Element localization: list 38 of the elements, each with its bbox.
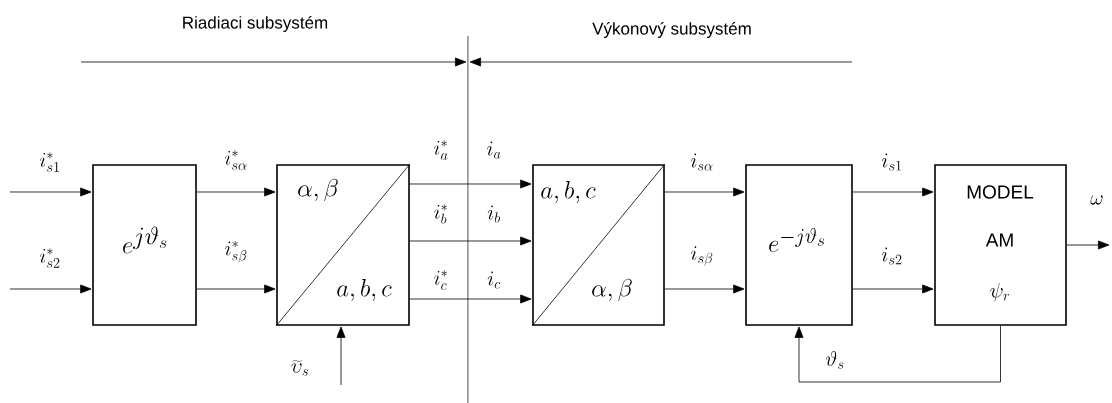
edge-label: $\vartheta_s$ bbox=[824, 350, 846, 370]
edge-label: $i_{s\beta}^*$ bbox=[223, 239, 249, 265]
edge-label: $i_{s2}^*$ bbox=[38, 247, 62, 269]
transform-block: $a,b,c$ $\alpha,\beta$ bbox=[531, 163, 666, 327]
arrow bbox=[409, 236, 532, 246]
transform-block: $\alpha,\beta$ $a,b,c$ bbox=[275, 163, 411, 327]
edge-label: $i_{s1}^*$ bbox=[38, 151, 62, 173]
edge-label: $i_a^*$ bbox=[432, 139, 450, 161]
arrow bbox=[852, 187, 934, 197]
arrow bbox=[196, 284, 276, 294]
signal-label: $i_c$ bbox=[486, 270, 502, 290]
subsystem-title: Výkonový subsystém bbox=[591, 20, 753, 39]
subsystem-title: Riadiaci subsystém bbox=[180, 14, 330, 33]
arrow bbox=[664, 284, 745, 294]
exponential-block: $e^{-j\vartheta_s}$ bbox=[745, 164, 853, 326]
signal-label: $i_a$ bbox=[485, 140, 503, 160]
arrow bbox=[409, 179, 532, 189]
edge-label: $i_{s\alpha}^*$ bbox=[223, 149, 249, 171]
arrow bbox=[9, 284, 92, 294]
edge-label: $\widetilde{\upsilon}_s$ bbox=[289, 359, 311, 377]
edge-label: $i_{s\beta}$ bbox=[689, 245, 715, 267]
edge-label: $i_c^*$ bbox=[432, 269, 450, 291]
edge-label: $i_{s1}$ bbox=[880, 152, 904, 172]
arrow bbox=[9, 187, 92, 197]
arrow bbox=[852, 284, 934, 294]
exponential-block: $e^{j\vartheta_s}$ bbox=[92, 164, 197, 326]
arrow bbox=[409, 294, 532, 304]
model-block: MODEL AM $\psi_r$ bbox=[934, 164, 1067, 326]
arrow bbox=[196, 187, 276, 197]
edge-label: $i_b^*$ bbox=[432, 203, 450, 225]
arrow bbox=[336, 326, 346, 386]
edge-label: $i_{s2}$ bbox=[880, 246, 904, 266]
edge-label: $i_{s\alpha}$ bbox=[689, 152, 715, 172]
arrow bbox=[664, 187, 745, 197]
arrow bbox=[794, 325, 1001, 383]
edge-label: $\omega$ bbox=[1089, 194, 1105, 206]
signal-label: $i_b$ bbox=[486, 204, 502, 224]
arrow bbox=[1066, 240, 1110, 250]
